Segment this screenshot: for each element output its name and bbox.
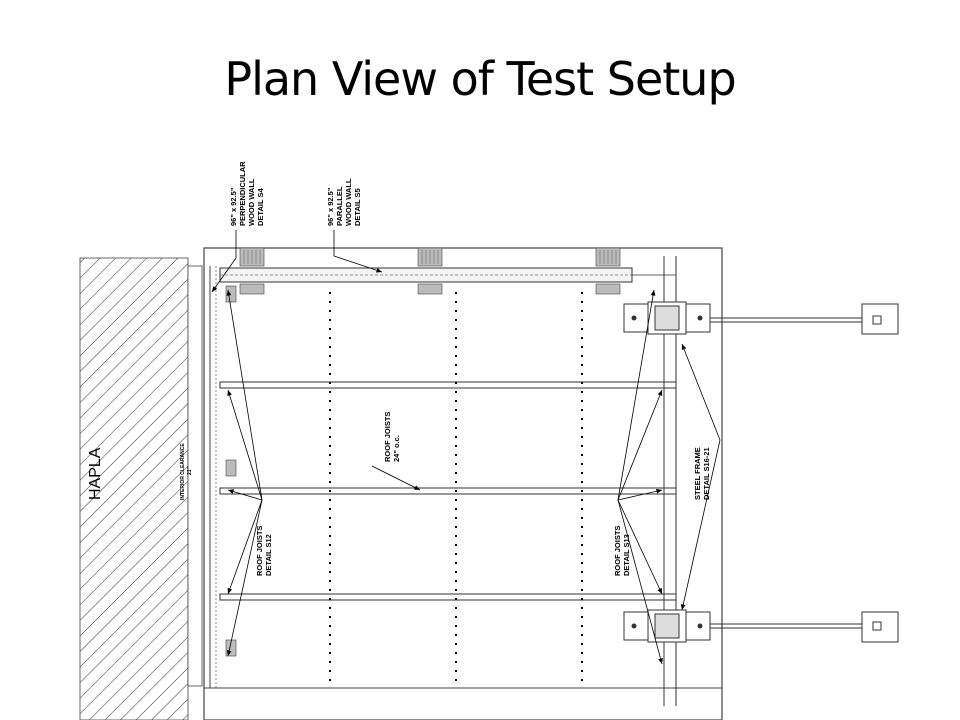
perpendicular-wall-label: 96" x 92.5" PERPENDICULAR WOOD WALL DETA…	[229, 161, 265, 226]
roof-joists-right-label: ROOF JOISTS DETAIL S13	[613, 526, 631, 576]
actuator-bottom	[623, 609, 899, 643]
leader-lines	[211, 230, 721, 665]
slide-title: Plan View of Test Setup	[224, 52, 736, 106]
steel-frame-label-1: STEEL FRAME	[693, 447, 702, 500]
steel-frame-label: STEEL FRAME DETAIL S16-21	[693, 447, 711, 500]
perpendicular-wall-label-2: PERPENDICULAR	[238, 161, 247, 226]
roof-joists-left-label-2: DETAIL S12	[264, 534, 273, 576]
roof-joists-center-label-2: 24" o.c.	[392, 435, 401, 462]
parallel-wall-label-2: PARALLEL	[335, 186, 344, 226]
parallel-wall-label-4: DETAIL S5	[353, 188, 362, 226]
parallel-wall-label-1: 96" x 92.5"	[326, 187, 335, 226]
steel-frame-label-2: DETAIL S16-21	[702, 447, 711, 500]
block-hatching	[243, 250, 617, 264]
parallel-wall-label-3: WOOD WALL	[344, 178, 353, 226]
roof-joists	[219, 381, 677, 601]
hapla-label: HAPLA	[87, 447, 104, 500]
perpendicular-wall-label-4: DETAIL S4	[256, 188, 265, 226]
actuator-top	[623, 301, 899, 335]
perpendicular-wall-label-3: WOOD WALL	[247, 178, 256, 226]
roof-joists-center-label-1: ROOF JOISTS	[383, 412, 392, 462]
roof-joists-center-label: ROOF JOISTS 24" o.c.	[383, 412, 401, 462]
outer-frame	[203, 247, 723, 720]
parallel-wall-label: 96" x 92.5" PARALLEL WOOD WALL DETAIL S5	[326, 178, 362, 226]
roof-joists-left-label-1: ROOF JOISTS	[255, 526, 264, 576]
hapla-reaction-wall	[79, 257, 203, 720]
roof-joists-left-label: ROOF JOISTS DETAIL S12	[255, 526, 273, 576]
interior-clearance-label-1: INTERIOR CLEARANCE	[180, 443, 186, 500]
dotted-joist-lines	[329, 292, 583, 688]
roof-joists-right-label-1: ROOF JOISTS	[613, 526, 622, 576]
roof-joists-right-label-2: DETAIL S13	[622, 534, 631, 576]
perpendicular-wall-label-1: 96" x 92.5"	[229, 187, 238, 226]
parallel-wood-wall	[219, 267, 676, 283]
interior-clearance-label-2: 21"	[187, 466, 193, 475]
